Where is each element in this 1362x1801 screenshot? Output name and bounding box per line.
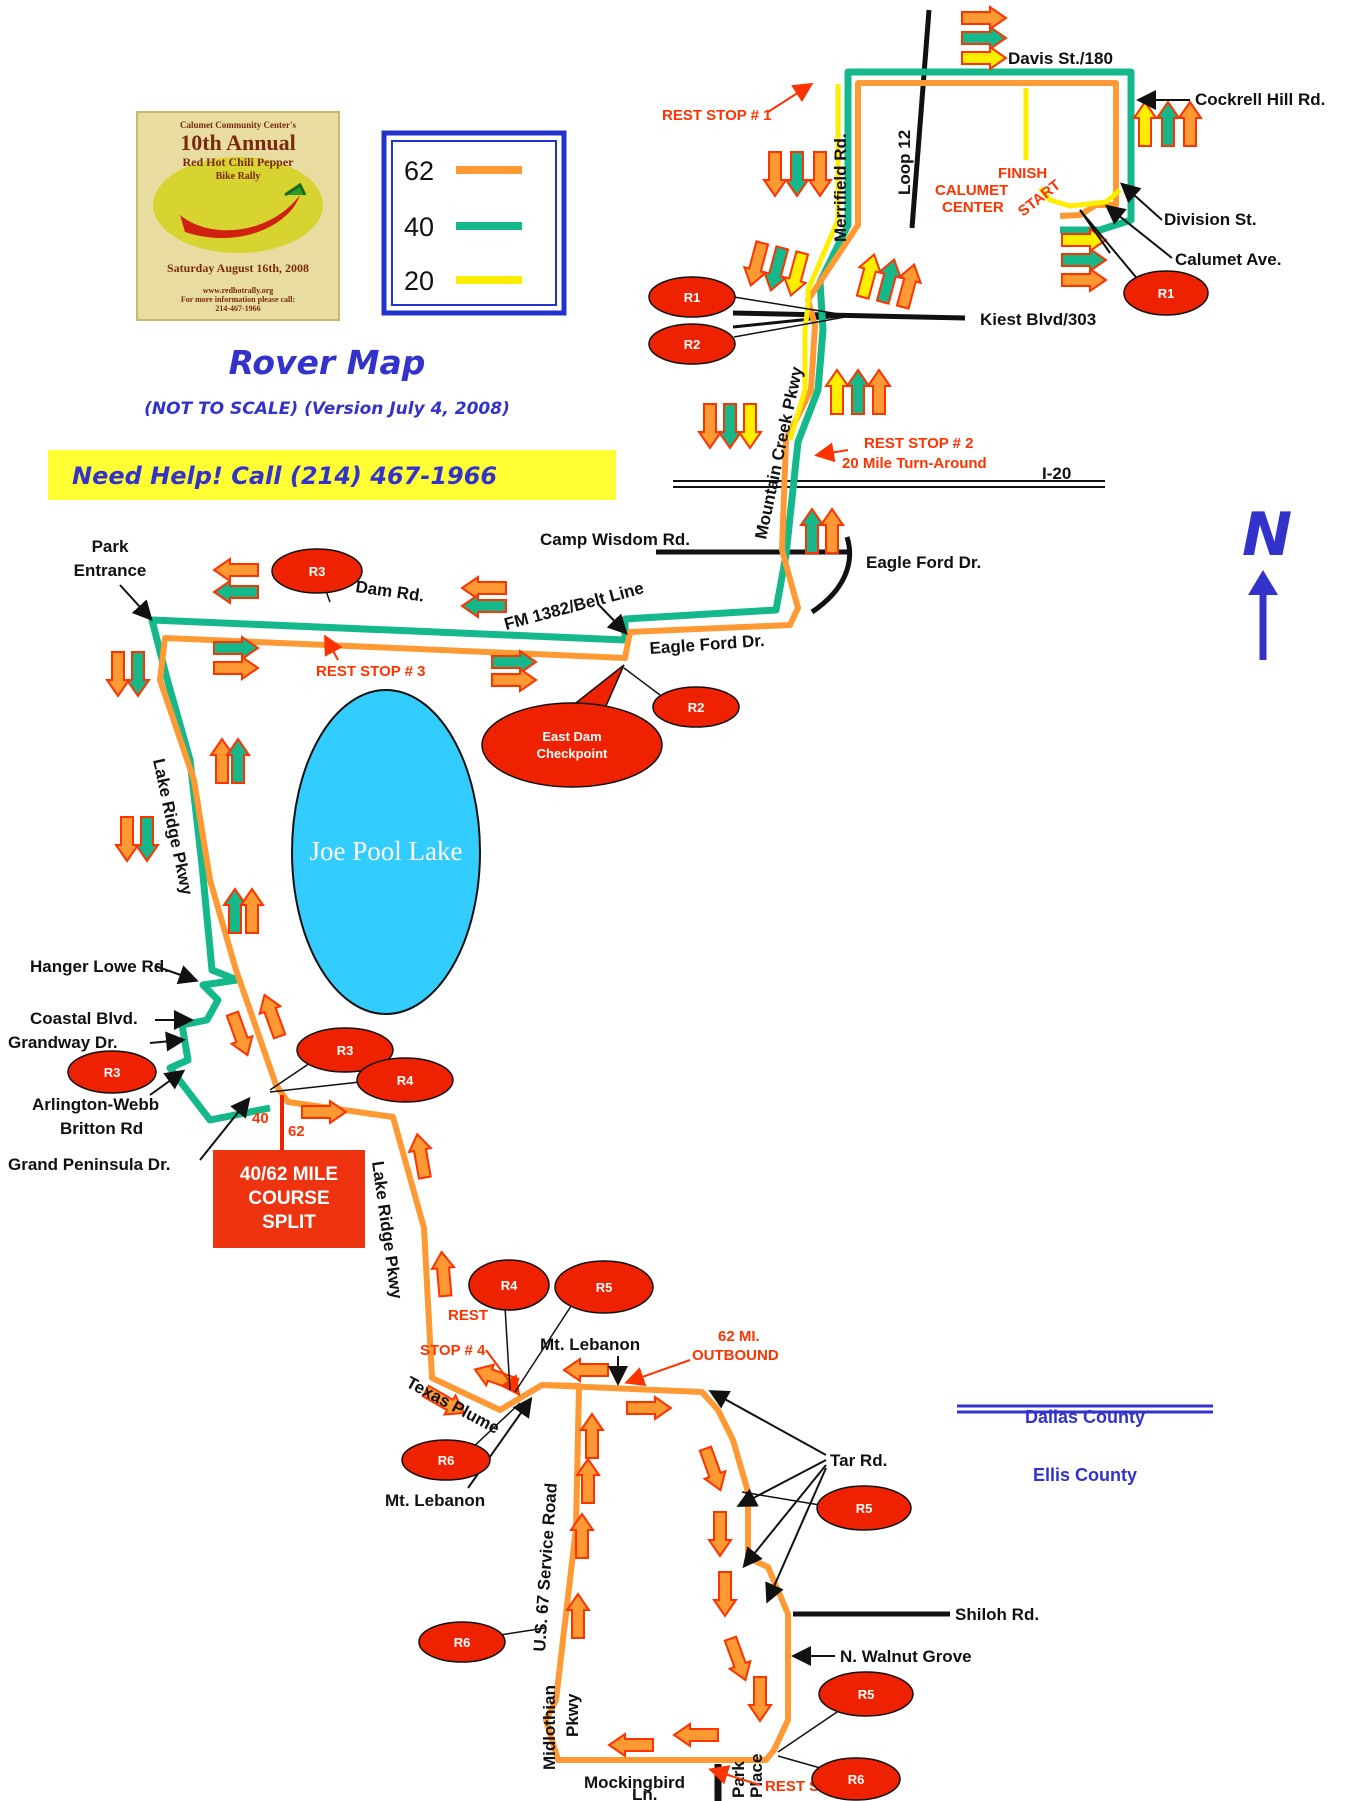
road-label-coastal: Coastal Blvd.: [30, 1009, 138, 1028]
calumet-center-b: CENTER: [942, 199, 1004, 216]
road-label-i20: I-20: [1042, 464, 1071, 483]
map-subtitle: (NOT TO SCALE) (Version July 4, 2008): [144, 399, 510, 419]
logo-line4: Bike Rally: [216, 171, 261, 182]
callout-east-dam-b: Checkpoint: [537, 746, 608, 761]
road-label-britton: Britton Rd: [60, 1119, 143, 1138]
road-label-eagle-ford-2: Eagle Ford Dr.: [649, 631, 765, 658]
callout-east-dam-a: East Dam: [542, 729, 601, 744]
course-split-box: [213, 1150, 365, 1248]
split-40-label: 40: [252, 1110, 269, 1127]
callout-r5-tar: R5: [856, 1501, 873, 1516]
start-label: START: [1015, 177, 1064, 220]
finish-label: FINISH: [998, 165, 1047, 182]
calumet-center-a: CALUMET: [935, 182, 1008, 199]
road-label-midlothian-1: Midlothian: [540, 1685, 559, 1770]
callout-r4-mt: R4: [501, 1278, 518, 1293]
road-label-division: Division St.: [1164, 210, 1257, 229]
map-title: Rover Map: [229, 343, 426, 382]
road-label-calumet-ave: Calumet Ave.: [1175, 250, 1281, 269]
logo-line2: 10th Annual: [180, 130, 296, 155]
callout-r5-mt: R5: [596, 1280, 613, 1295]
callout-r3-dam: R3: [309, 564, 326, 579]
road-label-davis: Davis St./180: [1008, 49, 1113, 68]
rest-stop-2-label: REST STOP # 2: [864, 435, 974, 452]
road-label-tar: Tar Rd.: [830, 1451, 887, 1470]
road-label-park-2: Entrance: [74, 561, 147, 580]
road-label-camp-wisdom: Camp Wisdom Rd.: [540, 530, 690, 549]
callout-r4-split: R4: [397, 1073, 414, 1088]
logo-line3: Red Hot Chili Pepper: [183, 155, 295, 169]
road-label-mockingbird-1: Mockingbird: [584, 1773, 685, 1792]
callout-r1-left: R1: [684, 290, 701, 305]
county-dallas: Dallas County: [1025, 1407, 1145, 1427]
legend-label-20: 20: [404, 266, 434, 296]
north-label: N: [1242, 500, 1292, 570]
rest-stop-4-a: REST: [448, 1307, 488, 1324]
cross-roads: [656, 9, 1213, 1801]
callout-r3-split: R3: [337, 1043, 354, 1058]
callout-r3-left: R3: [104, 1065, 121, 1080]
road-label-grand-peninsula: Grand Peninsula Dr.: [8, 1155, 171, 1174]
road-label-hanger-lowe: Hanger Lowe Rd.: [30, 957, 169, 976]
road-label-park-place-2: Place: [747, 1754, 766, 1798]
rest-stop-1: REST STOP # 1: [662, 107, 772, 124]
rally-logo: Calumet Community Center's 10th Annual R…: [136, 111, 340, 321]
logo-web3: 214-467-1966: [215, 304, 260, 313]
callout-r6-bottom: R6: [848, 1772, 865, 1787]
split-line2: COURSE: [248, 1188, 329, 1209]
road-label-cockrell: Cockrell Hill Rd.: [1195, 90, 1325, 109]
road-label-dam: Dam Rd.: [354, 577, 425, 605]
road-label-arlington-webb: Arlington-Webb: [32, 1095, 159, 1114]
split-line1: 40/62 MILE: [240, 1164, 338, 1185]
joe-pool-lake: [291, 689, 481, 1015]
split-62-label: 62: [288, 1123, 305, 1140]
north-arrowhead-icon: [1248, 570, 1278, 595]
logo-line1: Calumet Community Center's: [180, 120, 296, 130]
callout-r5-bottom: R5: [858, 1687, 875, 1702]
road-label-mt-lebanon-2: Mt. Lebanon: [385, 1491, 485, 1510]
outbound-b: OUTBOUND: [692, 1347, 779, 1364]
rest-stop-4-b: STOP # 4: [420, 1342, 486, 1359]
logo-web2: For more information please call:: [181, 295, 295, 304]
legend-label-62: 62: [404, 156, 434, 186]
road-label-midlothian-2: Pkwy: [563, 1693, 582, 1737]
outbound-a: 62 MI.: [718, 1328, 760, 1345]
logo-web1: www.redhotrally.org: [203, 286, 274, 295]
lake-label: Joe Pool Lake: [310, 836, 463, 866]
help-banner: [48, 450, 616, 500]
road-label-us67: U.S. 67 Service Road: [530, 1482, 561, 1652]
logo-date: Saturday August 16th, 2008: [167, 261, 309, 275]
road-label-park-1: Park: [92, 537, 129, 556]
road-label-grandway: Grandway Dr.: [8, 1033, 118, 1052]
callout-r6-us67: R6: [454, 1635, 471, 1650]
help-text: Need Help! Call (214) 467-1966: [72, 462, 497, 490]
callout-r2-left: R2: [684, 337, 701, 352]
callout-r1-top: R1: [1158, 286, 1175, 301]
route-20: [787, 84, 1122, 441]
rest-stop-3: REST STOP # 3: [316, 663, 426, 680]
rest-stop-2-note: 20 Mile Turn-Around: [842, 455, 987, 472]
legend-label-40: 40: [404, 212, 434, 242]
road-label-merrifield: Merrifield Rd.: [831, 133, 850, 242]
road-label-lake-ridge-2: Lake Ridge Pkwy: [368, 1160, 406, 1301]
callout-labels: R1 R1 R2 R3 R2 East Dam Checkpoint R3 R4…: [104, 286, 1175, 1787]
split-line3: SPLIT: [262, 1212, 316, 1233]
road-label-mockingbird-2: Ln.: [632, 1785, 658, 1801]
rover-callouts: [67, 209, 1209, 1801]
road-label-kiest: Kiest Blvd/303: [980, 310, 1096, 329]
road-label-shiloh: Shiloh Rd.: [955, 1605, 1039, 1624]
callout-r2-dam: R2: [688, 700, 705, 715]
road-label-eagle-ford-1: Eagle Ford Dr.: [866, 553, 981, 572]
county-ellis: Ellis County: [1033, 1465, 1137, 1485]
road-label-mt-lebanon-1: Mt. Lebanon: [540, 1335, 640, 1354]
road-label-walnut: N. Walnut Grove: [840, 1647, 972, 1666]
callout-r6-mt: R6: [438, 1453, 455, 1468]
road-label-loop12: Loop 12: [895, 130, 914, 195]
route-legend: 62 40 20: [381, 130, 567, 316]
